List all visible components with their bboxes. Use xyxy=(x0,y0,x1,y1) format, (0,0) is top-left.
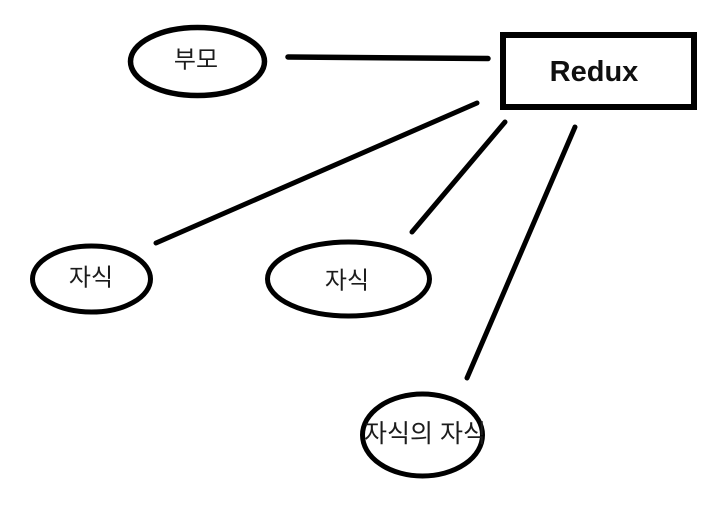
redux-box xyxy=(500,32,697,110)
parent-node-ellipse xyxy=(127,24,268,99)
grandchild-node-ellipse xyxy=(360,391,485,479)
child2-node-ellipse xyxy=(265,239,432,319)
child1-node-ellipse xyxy=(30,243,153,315)
child1-node-label: 자식 xyxy=(69,265,113,292)
edge-redux-child1 xyxy=(153,100,480,246)
edge-redux-grandchild xyxy=(464,124,578,381)
grandchild-node-label: 자식의 자식 xyxy=(364,420,486,448)
edge-redux-child2 xyxy=(409,119,508,235)
edge-parent-redux xyxy=(285,54,491,62)
redux-box-label: Redux xyxy=(550,56,639,88)
parent-node-label: 부모 xyxy=(174,47,218,74)
child2-node-label: 자식 xyxy=(325,268,369,295)
